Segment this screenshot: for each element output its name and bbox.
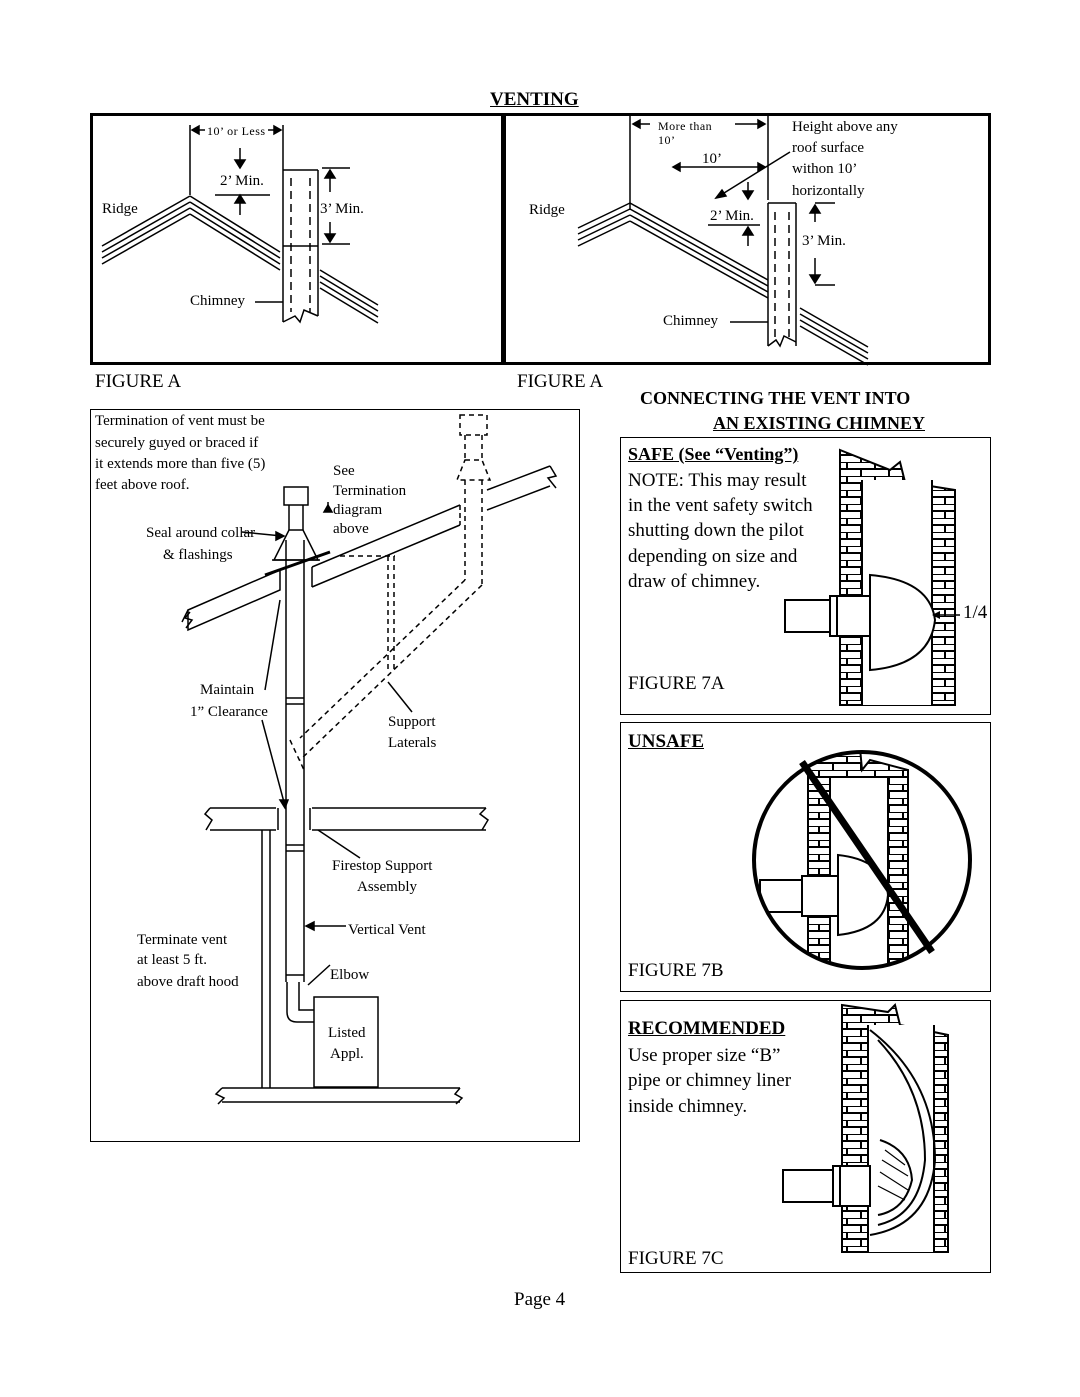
recommended-heading: RECOMMENDED bbox=[628, 1018, 786, 1039]
see-termination-line-1: See bbox=[333, 463, 355, 479]
figure-7c-caption: FIGURE 7C bbox=[628, 1248, 724, 1269]
see-termination-line-2: Termination bbox=[333, 483, 407, 499]
vertical-vent-label: Vertical Vent bbox=[348, 922, 426, 938]
figure-a-right-frame bbox=[503, 113, 991, 365]
safe-note-line-3: shutting down the pilot bbox=[628, 520, 804, 541]
dim-3-min-label-right: 3’ Min. bbox=[802, 233, 846, 249]
figure-a-left-frame bbox=[90, 113, 504, 365]
seal-line-1: Seal around collar bbox=[146, 525, 256, 541]
height-note-line-1: Height above any bbox=[792, 119, 898, 135]
maintain-line-2: 1” Clearance bbox=[190, 704, 268, 720]
termination-note-line-4: feet above roof. bbox=[95, 477, 190, 493]
figure-a-right-drawing bbox=[577, 115, 869, 366]
dim-10-label: 10’ bbox=[702, 151, 722, 167]
termination-note-line-1: Termination of vent must be bbox=[95, 413, 265, 429]
see-termination-line-4: above bbox=[333, 521, 369, 537]
ridge-label-right: Ridge bbox=[529, 202, 565, 218]
figure-a-left-drawing bbox=[101, 124, 379, 324]
terminate-line-1: Terminate vent bbox=[137, 932, 228, 948]
appliance-line-1: Listed bbox=[328, 1025, 366, 1041]
safe-heading: SAFE (See “Venting”) bbox=[628, 444, 799, 464]
figure-7a-frame bbox=[620, 437, 991, 715]
figure-a-caption-right: FIGURE A bbox=[517, 371, 604, 392]
dim-3-min-label: 3’ Min. bbox=[320, 201, 364, 217]
page-number: Page 4 bbox=[514, 1289, 566, 1310]
see-termination-line-3: diagram bbox=[333, 502, 383, 518]
safe-note-line-1: NOTE: This may result bbox=[628, 470, 807, 491]
chimney-label: Chimney bbox=[190, 293, 245, 309]
figure-7a-caption: FIGURE 7A bbox=[628, 673, 725, 694]
dim-2-min-label-right: 2’ Min. bbox=[710, 208, 754, 224]
page-title: VENTING bbox=[490, 89, 579, 110]
figure-a-caption-left: FIGURE A bbox=[95, 371, 182, 392]
height-note-line-2: roof surface bbox=[792, 140, 865, 156]
quarter-label: 1/4 bbox=[963, 602, 988, 623]
height-note-line-3: withon 10’ bbox=[792, 161, 858, 177]
recommended-note-line-3: inside chimney. bbox=[628, 1096, 748, 1117]
dim-10-or-less-label: 10’ or Less bbox=[207, 124, 266, 138]
support-line-1: Support bbox=[388, 714, 436, 730]
termination-note-line-2: securely guyed or braced if bbox=[95, 435, 259, 451]
safe-note-line-4: depending on size and bbox=[628, 546, 798, 567]
safe-note-line-5: draw of chimney. bbox=[628, 571, 761, 592]
termination-note-line-3: it extends more than five (5) bbox=[95, 456, 266, 472]
support-line-2: Laterals bbox=[388, 735, 437, 751]
terminate-line-2: at least 5 ft. bbox=[137, 952, 207, 968]
recommended-note-line-1: Use proper size “B” bbox=[628, 1045, 781, 1066]
firestop-line-2: Assembly bbox=[357, 879, 417, 895]
figure-7b-caption: FIGURE 7B bbox=[628, 960, 724, 981]
terminate-line-3: above draft hood bbox=[137, 974, 239, 990]
unsafe-heading: UNSAFE bbox=[628, 731, 705, 752]
maintain-line-1: Maintain bbox=[200, 682, 255, 698]
dim-2-min-label: 2’ Min. bbox=[220, 173, 264, 189]
section-title-line-1: CONNECTING THE VENT INTO bbox=[640, 388, 911, 408]
figure-7c-frame bbox=[620, 1000, 991, 1273]
vent-diagram-frame bbox=[90, 409, 580, 1142]
section-title-line-2: AN EXISTING CHIMNEY bbox=[712, 413, 925, 433]
dim-more-than-10-label: More than 10’ bbox=[658, 119, 713, 148]
figure-7b-frame bbox=[620, 722, 991, 992]
elbow-label: Elbow bbox=[330, 967, 370, 983]
firestop-line-1: Firestop Support bbox=[332, 858, 433, 874]
seal-line-2: & flashings bbox=[163, 547, 233, 563]
safe-note-line-2: in the vent safety switch bbox=[628, 495, 813, 516]
chimney-label-right: Chimney bbox=[663, 313, 718, 329]
recommended-note-line-2: pipe or chimney liner bbox=[628, 1070, 792, 1091]
height-note-line-4: horizontally bbox=[792, 183, 865, 199]
appliance-line-2: Appl. bbox=[330, 1046, 364, 1062]
ridge-label: Ridge bbox=[102, 201, 138, 217]
